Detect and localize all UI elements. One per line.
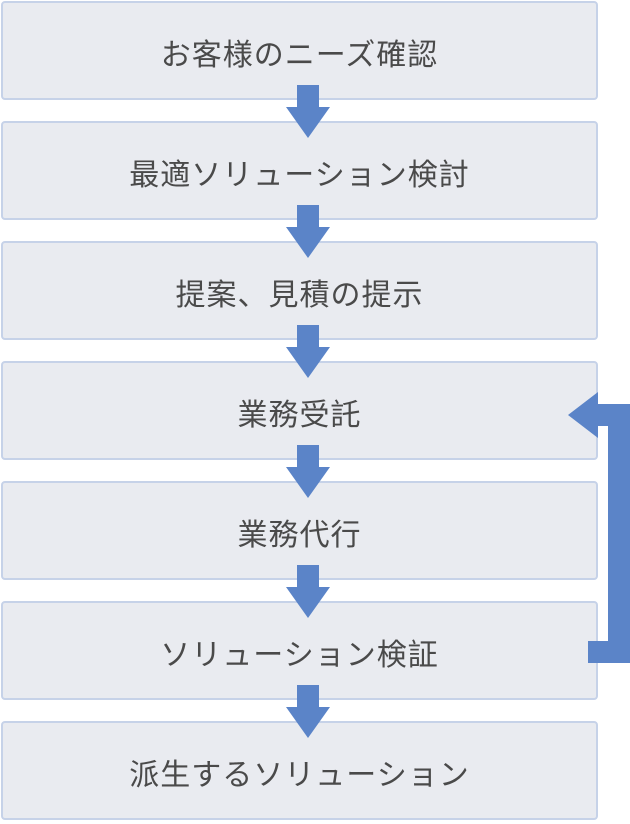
down-arrow-icon xyxy=(286,325,330,378)
down-arrow-icon xyxy=(286,565,330,618)
flow-step-label: 提案、見積の提示 xyxy=(175,277,424,313)
down-arrow-icon xyxy=(286,205,330,258)
flow-step-proposal-estimate: 提案、見積の提示 xyxy=(1,241,598,340)
down-arrow-icon xyxy=(286,85,330,138)
flow-step-label: 業務受託 xyxy=(237,397,362,433)
flow-step-customer-needs: お客様のニーズ確認 xyxy=(1,1,598,100)
flow-step-label: 最適ソリューション検討 xyxy=(129,157,470,193)
flow-step-derived-solution: 派生するソリューション xyxy=(1,721,598,820)
flow-step-label: ソリューション検証 xyxy=(160,637,439,673)
loop-back-arrow-icon xyxy=(568,392,630,663)
down-arrow-icon xyxy=(286,685,330,738)
flow-step-contract: 業務受託 xyxy=(1,361,598,460)
flow-step-label: お客様のニーズ確認 xyxy=(160,37,439,73)
flow-step-label: 業務代行 xyxy=(237,517,362,553)
down-arrow-icon xyxy=(286,445,330,498)
flow-step-label: 派生するソリューション xyxy=(129,757,470,793)
flow-step-solution-verification: ソリューション検証 xyxy=(1,601,598,700)
